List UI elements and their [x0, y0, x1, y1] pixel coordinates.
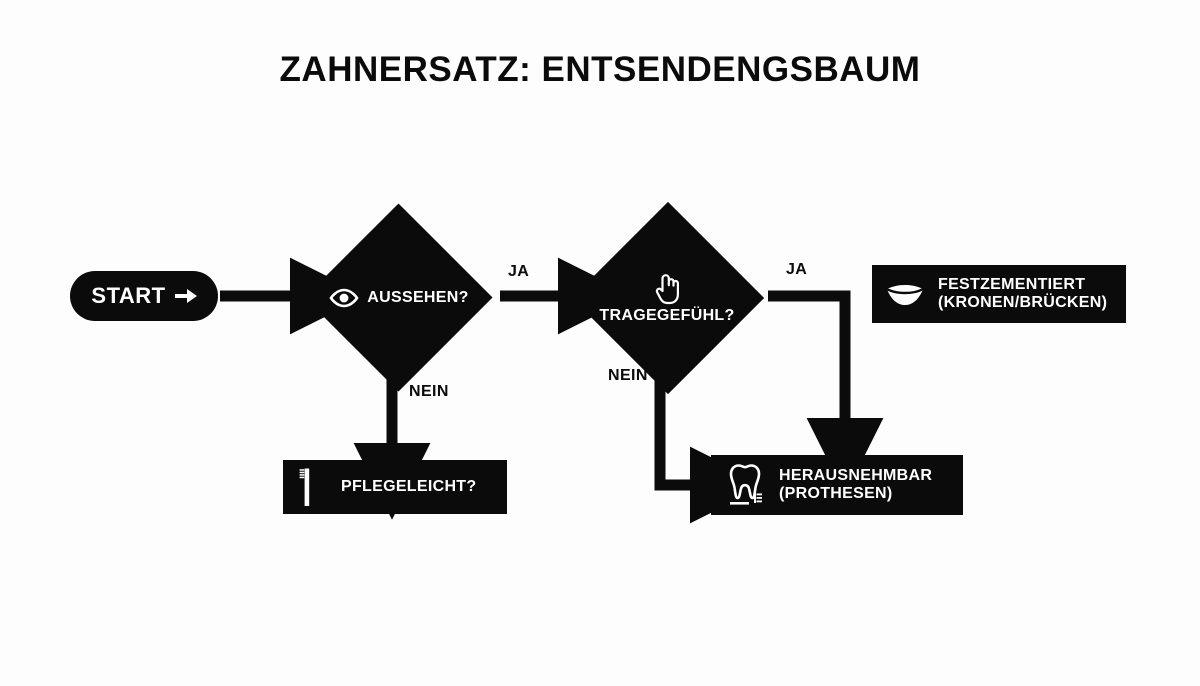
toothbrush-icon — [297, 466, 317, 508]
start-node[interactable]: START — [70, 271, 218, 321]
result-pflegeleicht[interactable]: PFLEGELEICHT? — [283, 460, 507, 514]
edge-tragegefuehl-ja — [768, 290, 884, 495]
decision-aussehen[interactable]: AUSSEHEN? — [300, 203, 498, 392]
smiling-mouth-icon — [884, 280, 926, 308]
result-festzementiert[interactable]: FESTZEMENTIERT (KRONEN/BRÜCKEN) — [872, 265, 1126, 323]
decision-aussehen-label: AUSSEHEN? — [367, 289, 469, 306]
tooth-icon — [723, 462, 767, 508]
decision-tragegefuehl-label: TRAGEGEFÜHL? — [599, 307, 735, 324]
edge-label-nein-aussehen: NEIN — [409, 383, 449, 400]
edge-label-ja-tragegefuehl: JA — [786, 261, 808, 278]
arrow-right-icon — [174, 288, 197, 304]
result-pflegeleicht-label: PFLEGELEICHT? — [341, 478, 477, 496]
result-festzementiert-label: FESTZEMENTIERT (KRONEN/BRÜCKEN) — [938, 276, 1108, 311]
edge-label-nein-tragegefuehl: NEIN — [608, 367, 648, 384]
decision-tragegefuehl[interactable]: TRAGEGEFÜHL? — [568, 201, 766, 395]
result-herausnehmbar[interactable]: HERAUSNEHMBAR (PROTHESEN) — [711, 455, 963, 515]
start-label: START — [91, 283, 166, 308]
pointing-hand-cursor-icon — [653, 272, 681, 306]
page-title: ZAHNERSATZ: ENTSENDENGSBAUM — [279, 50, 921, 89]
result-herausnehmbar-label: HERAUSNEHMBAR (PROTHESEN) — [779, 467, 933, 502]
eye-icon — [329, 288, 359, 308]
edge-label-ja-aussehen: JA — [508, 263, 530, 280]
